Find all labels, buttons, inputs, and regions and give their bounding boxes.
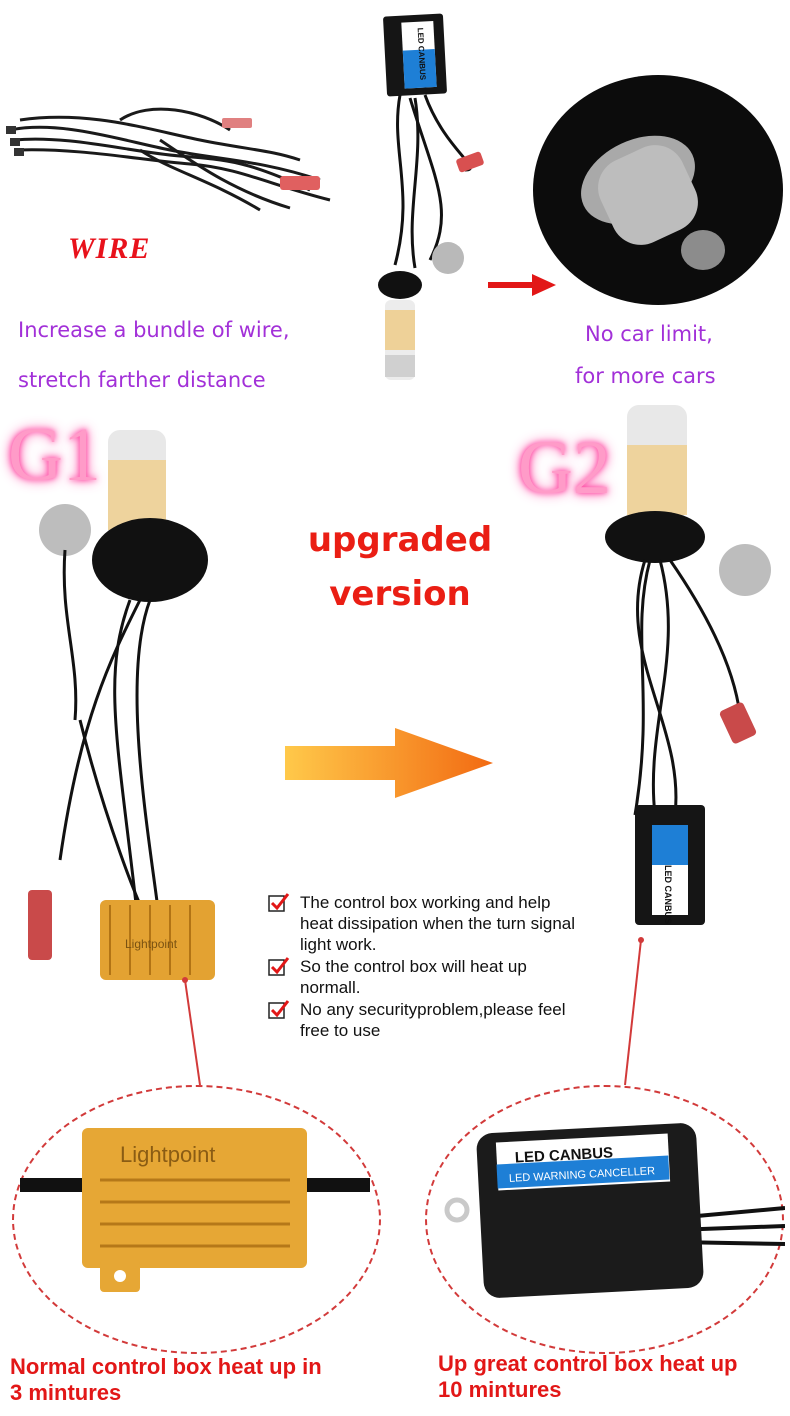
canbus-bulb-assembly-image: LED CANBUS bbox=[378, 13, 484, 380]
car-limit-line1: No car limit, bbox=[585, 322, 713, 346]
g2-zoom-ellipse bbox=[425, 1085, 784, 1354]
checkbox-checked-icon bbox=[268, 1000, 290, 1019]
upgraded-line2: version bbox=[329, 574, 471, 614]
g2-heat-caption-line1: Up great control box heat up bbox=[438, 1351, 738, 1376]
wire-bundle-image bbox=[6, 107, 331, 212]
checkbox-checked-icon bbox=[268, 893, 290, 912]
g1-label: G1 bbox=[8, 413, 101, 497]
upgrade-arrow-icon bbox=[285, 728, 493, 798]
callout-lines bbox=[182, 937, 644, 1086]
bulb-base-closeup-image bbox=[533, 75, 783, 305]
canbus-closeup-image: LED CANBUS LED WARNING CANCELLER bbox=[444, 1123, 785, 1298]
car-limit-line2: for more cars bbox=[575, 364, 716, 388]
feature-text: The control box working and help heat di… bbox=[300, 893, 576, 954]
resistor-zoom-label: Lightpoint bbox=[120, 1142, 215, 1167]
feature-item: The control box working and help heat di… bbox=[268, 892, 588, 955]
g2-product-image: LED CANBUS bbox=[605, 405, 771, 925]
feature-text: No any securityproblem,please feel free … bbox=[300, 1000, 566, 1040]
upgraded-line1: upgraded bbox=[307, 520, 493, 560]
g2-label: G2 bbox=[518, 426, 611, 510]
resistor-closeup-image: Lightpoint bbox=[20, 1128, 370, 1292]
resistor-label: Lightpoint bbox=[125, 937, 178, 951]
feature-text: So the control box will heat up normall. bbox=[300, 957, 527, 997]
checkbox-checked-icon bbox=[268, 957, 290, 976]
g1-heat-caption-line1: Normal control box heat up in bbox=[10, 1354, 322, 1379]
feature-checklist: The control box working and help heat di… bbox=[268, 892, 588, 1041]
g1-heat-caption-line2: 3 mintures bbox=[10, 1380, 122, 1405]
wire-title: WIRE bbox=[68, 232, 151, 265]
wire-desc-line2: stretch farther distance bbox=[18, 368, 266, 392]
canbus-top-label: LED CANBUS bbox=[416, 27, 428, 81]
feature-item: No any securityproblem,please feel free … bbox=[268, 999, 588, 1041]
canbus-zoom-label: LED CANBUS bbox=[514, 1144, 613, 1166]
wire-desc-line1: Increase a bundle of wire, bbox=[18, 318, 290, 342]
g1-product-image: Lightpoint bbox=[28, 430, 215, 980]
g2-heat-caption-line2: 10 mintures bbox=[438, 1377, 562, 1402]
feature-item: So the control box will heat up normall. bbox=[268, 956, 588, 998]
canbus-mid-label: LED CANBUS bbox=[663, 865, 673, 924]
g1-zoom-ellipse bbox=[12, 1085, 381, 1354]
arrow-right-small-icon bbox=[488, 274, 556, 296]
